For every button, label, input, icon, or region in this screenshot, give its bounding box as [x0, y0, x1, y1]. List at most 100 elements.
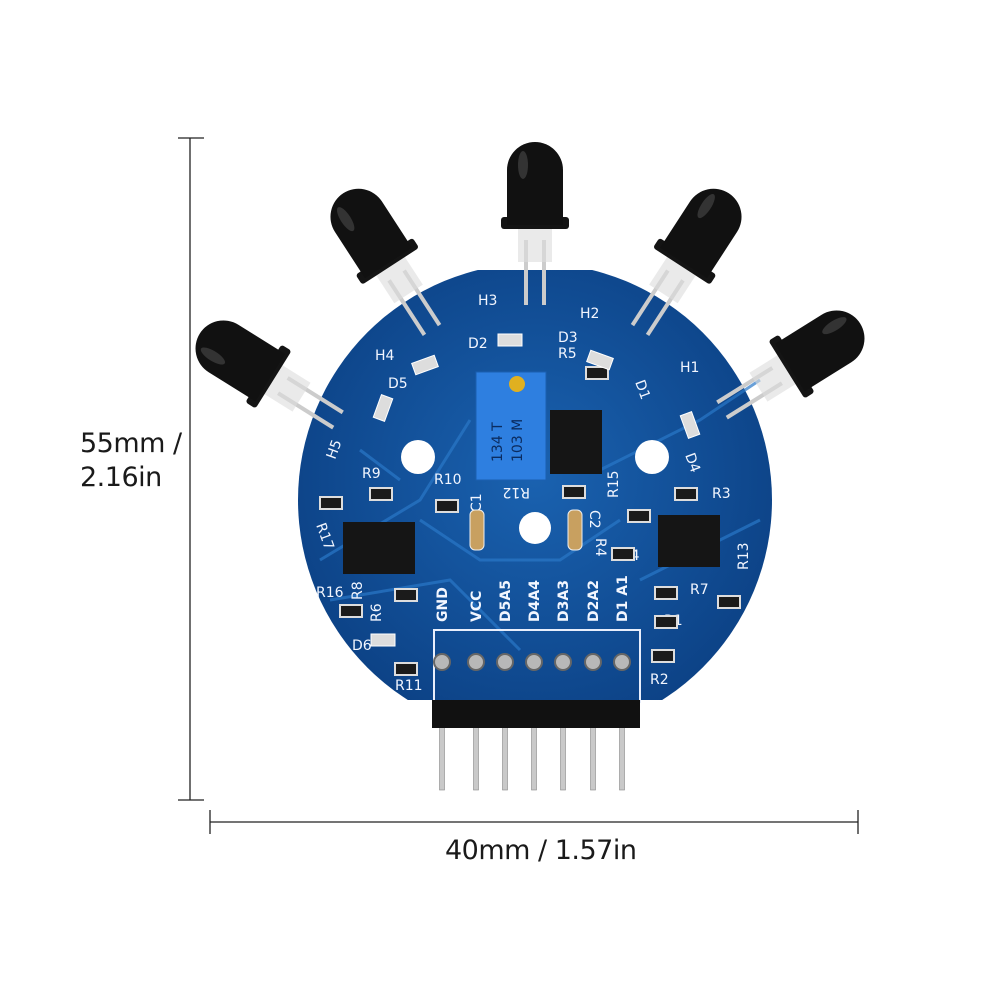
- potentiometer-screw: [509, 376, 525, 392]
- silkscreen-label: C2: [586, 510, 602, 529]
- smd-resistor: [339, 604, 363, 618]
- sensor-head: [507, 142, 563, 225]
- height-dimension-line: [178, 137, 204, 801]
- width-dimension-label: 40mm / 1.57in: [445, 835, 637, 866]
- smd-resistor: [319, 496, 343, 510]
- silkscreen-label: D1: [631, 378, 653, 402]
- pin-label: D3A3: [556, 580, 572, 622]
- flame-sensor: [330, 188, 442, 336]
- sensor-head: [330, 188, 412, 279]
- flame-sensor: [630, 188, 742, 336]
- silkscreen-label: R6: [369, 603, 385, 622]
- silkscreen-label: H5: [324, 438, 346, 462]
- silkscreen-label: R2: [650, 672, 669, 688]
- ic-chip: [658, 515, 720, 567]
- silkscreen-label: H4: [375, 348, 395, 364]
- smd-resistor: [435, 499, 459, 513]
- smd-led: [372, 394, 394, 422]
- silkscreen-label: H2: [580, 306, 599, 322]
- pin-label: D4A4: [527, 580, 543, 622]
- flame-sensor: [195, 320, 344, 430]
- pot-text: 103 M: [510, 419, 526, 462]
- sensor-highlight: [518, 151, 528, 179]
- header-housing: [432, 700, 640, 728]
- silkscreen-label: R16: [316, 585, 344, 601]
- pin-pad: [584, 653, 602, 671]
- smd-led: [370, 633, 396, 647]
- smd-resistor: [611, 547, 635, 561]
- pin-label: VCC: [469, 591, 485, 622]
- height-in: 2.16in: [80, 462, 162, 493]
- smd-resistor: [651, 649, 675, 663]
- pin-pad: [433, 653, 451, 671]
- silkscreen-label: D5: [388, 376, 408, 392]
- smd-resistor: [585, 366, 609, 380]
- silkscreen-label: R7: [690, 582, 709, 598]
- pin-pad: [525, 653, 543, 671]
- sensor-head: [660, 188, 742, 279]
- flame-sensor: [716, 310, 865, 420]
- smd-resistor: [717, 595, 741, 609]
- smd-resistor: [627, 509, 651, 523]
- silkscreen-label: H3: [478, 293, 497, 309]
- height-mm: 55mm /: [80, 428, 182, 459]
- height-dimension-label: 55mm / 2.16in: [80, 427, 182, 495]
- mounting-hole: [401, 440, 435, 474]
- pin-pad: [613, 653, 631, 671]
- capacitor: [469, 509, 485, 551]
- flame-sensor: [501, 142, 569, 305]
- pin-label: D5A5: [498, 580, 514, 622]
- smd-led: [411, 354, 439, 376]
- sensor-lead: [524, 240, 528, 305]
- silkscreen-label: R5: [558, 346, 577, 362]
- mounting-hole: [635, 440, 669, 474]
- capacitor: [567, 509, 583, 551]
- silkscreen-label: R9: [362, 466, 381, 482]
- smd-led: [679, 411, 701, 439]
- sensor-base: [518, 227, 552, 262]
- silkscreen-label: D4: [681, 451, 703, 475]
- pin-label: GND: [435, 587, 451, 622]
- pin-pad: [554, 653, 572, 671]
- silkscreen-label: D3: [558, 330, 578, 346]
- pin-label: D1 A1: [615, 575, 631, 622]
- silkscreen-label: R11: [395, 678, 423, 694]
- silkscreen-label: R8: [350, 581, 366, 600]
- potentiometer: [475, 371, 547, 481]
- sensor-head: [775, 310, 865, 392]
- ic-chip: [550, 410, 602, 474]
- width-dimension-line: [209, 810, 859, 834]
- pin-pad: [467, 653, 485, 671]
- silkscreen-label: R15: [606, 470, 622, 498]
- sensor-highlight: [822, 317, 847, 335]
- smd-resistor: [562, 485, 586, 499]
- sensor-head: [195, 320, 285, 402]
- pin-pad: [496, 653, 514, 671]
- silkscreen-label: R10: [434, 472, 462, 488]
- sensor-highlight: [336, 207, 355, 232]
- silkscreen-label: H1: [680, 360, 699, 376]
- pot-text: 134 T: [490, 422, 506, 462]
- silkscreen-label: R12: [502, 484, 530, 500]
- sensor-lead: [542, 240, 546, 305]
- silkscreen-label: R3: [712, 486, 731, 502]
- silkscreen-label: D6: [352, 638, 372, 654]
- silkscreen-label: R13: [736, 542, 752, 570]
- ic-chip: [343, 522, 415, 574]
- silkscreen-label: R4: [592, 538, 608, 557]
- sensor-highlight: [200, 347, 226, 365]
- smd-resistor: [654, 615, 678, 629]
- silkscreen-label: C1: [469, 493, 485, 512]
- sensor-highlight: [697, 193, 715, 219]
- pin-label: D2A2: [586, 580, 602, 622]
- smd-resistor: [394, 588, 418, 602]
- smd-resistor: [369, 487, 393, 501]
- silkscreen-label: D2: [468, 336, 488, 352]
- mounting-hole: [519, 512, 551, 544]
- smd-led: [497, 333, 523, 347]
- smd-resistor: [654, 586, 678, 600]
- smd-resistor: [394, 662, 418, 676]
- smd-led: [586, 349, 614, 371]
